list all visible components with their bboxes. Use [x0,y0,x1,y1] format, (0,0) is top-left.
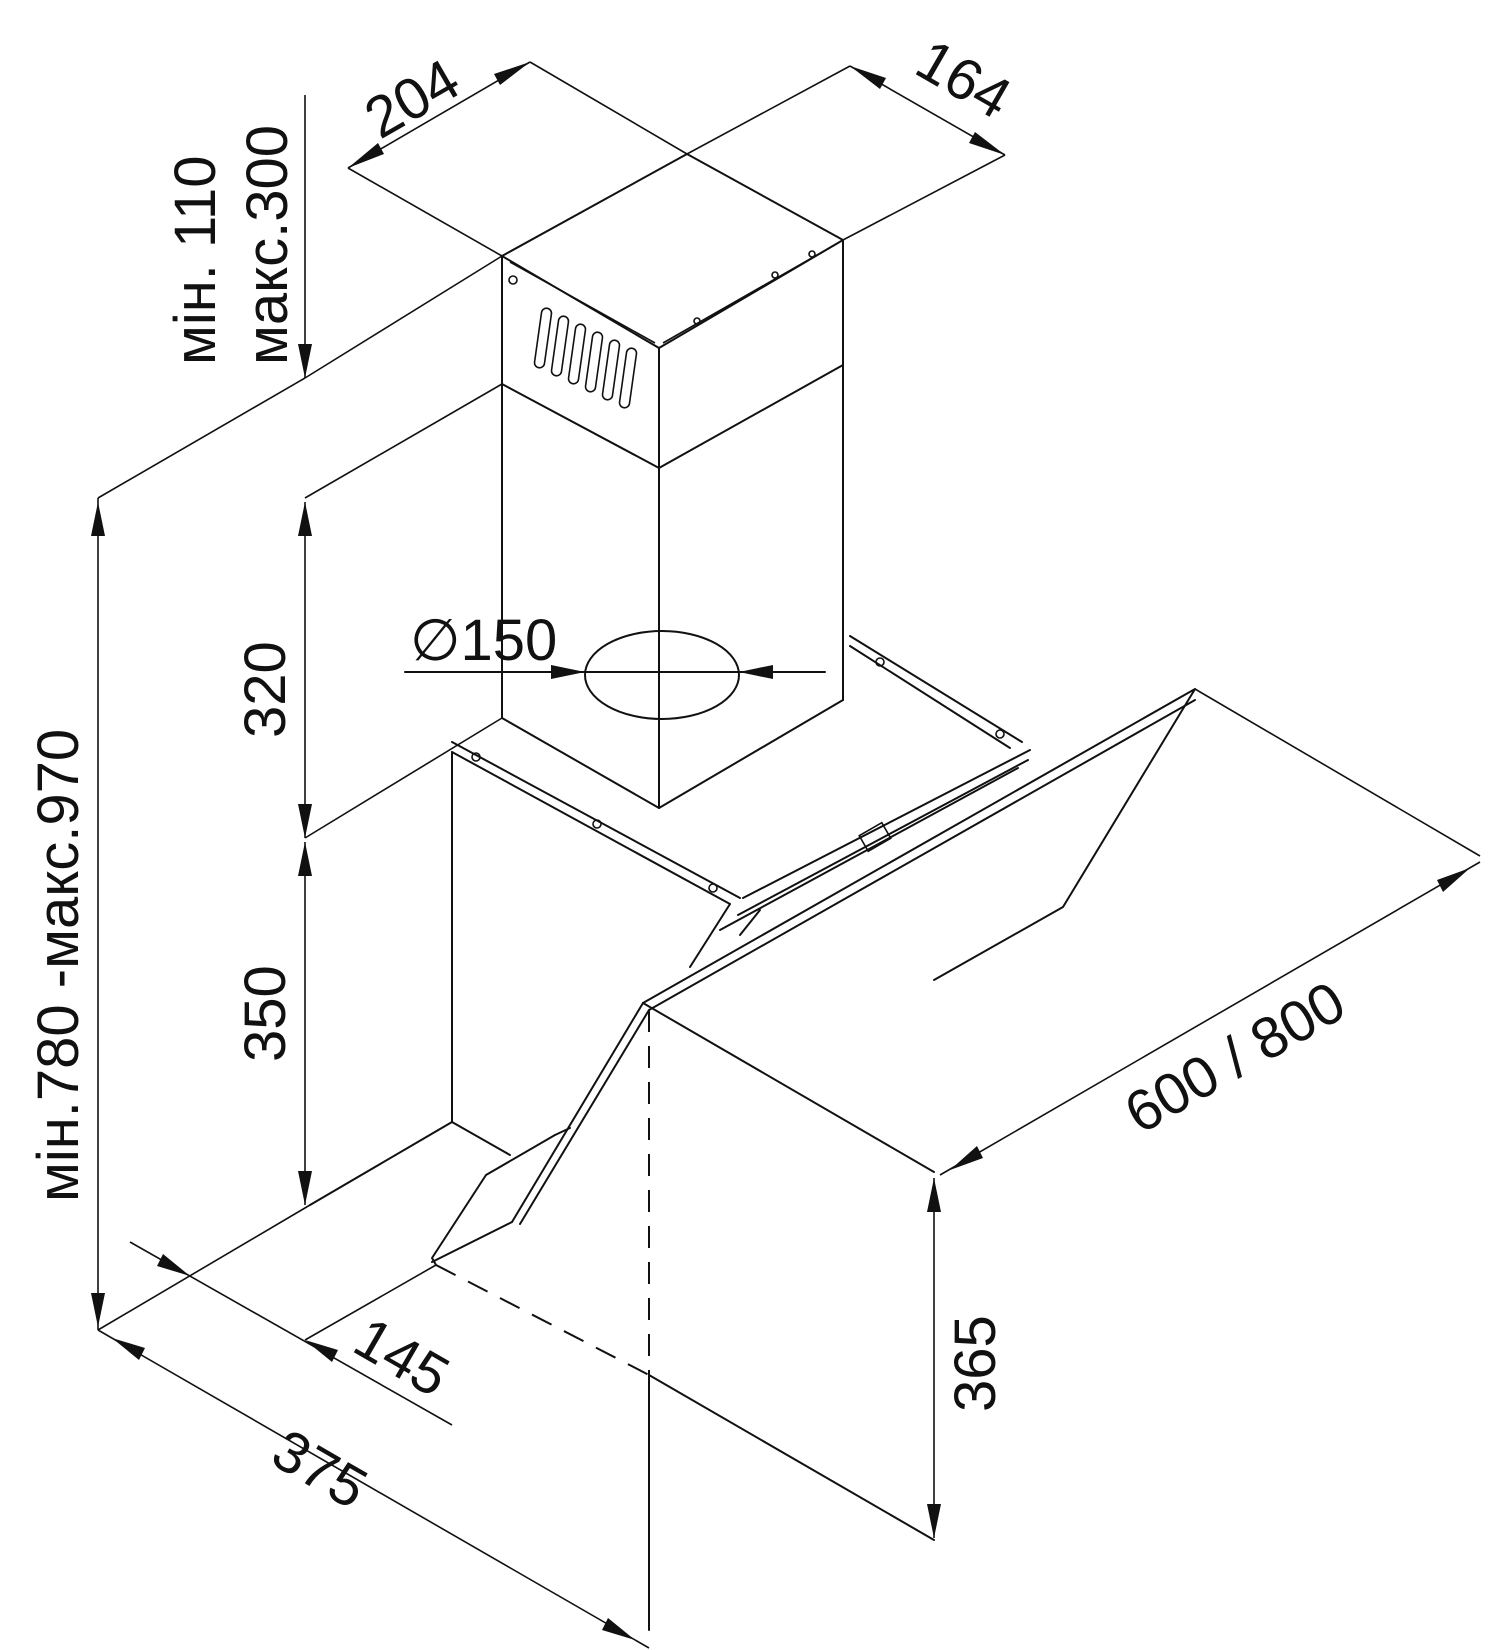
mounting-brackets [451,635,1031,968]
dim-164-line [686,65,1006,241]
dim-label-350: 350 [233,965,298,1062]
hood-back-panel [309,751,511,1206]
duct-top-outline [501,153,844,469]
dim-label-duct-extension-max: макс.300 [235,125,300,365]
dim-204-line [347,61,688,257]
dim-label-204: 204 [354,47,470,152]
dim-110-300-line [298,95,503,499]
dim-label-375: 375 [262,1417,378,1522]
dim-320-line [298,502,503,839]
dim-label-164: 164 [906,27,1022,132]
dim-375-line [97,1329,650,1649]
dim-label-150: ∅150 [410,608,557,673]
dim-label-320: 320 [233,641,298,738]
dim-350-line [298,842,312,1205]
dim-600-800-line [939,688,1481,1176]
dim-150-line [551,665,773,679]
dim-label-145: 145 [344,1305,460,1410]
dim-145-line [97,1204,453,1426]
duct-lower-outline [501,364,844,809]
dim-label-365: 365 [943,1315,1008,1412]
dim-total-height-line [91,377,306,1330]
dim-label-600-800: 600 / 800 [1114,969,1356,1146]
dim-label-duct-extension-min: мін. 110 [163,156,228,366]
dim-label-total-height: мін.780 -макс.970 [26,729,91,1202]
duct-vent-slots [533,307,638,409]
glass-panel [431,688,1196,1631]
dim-365-line [927,1178,941,1538]
